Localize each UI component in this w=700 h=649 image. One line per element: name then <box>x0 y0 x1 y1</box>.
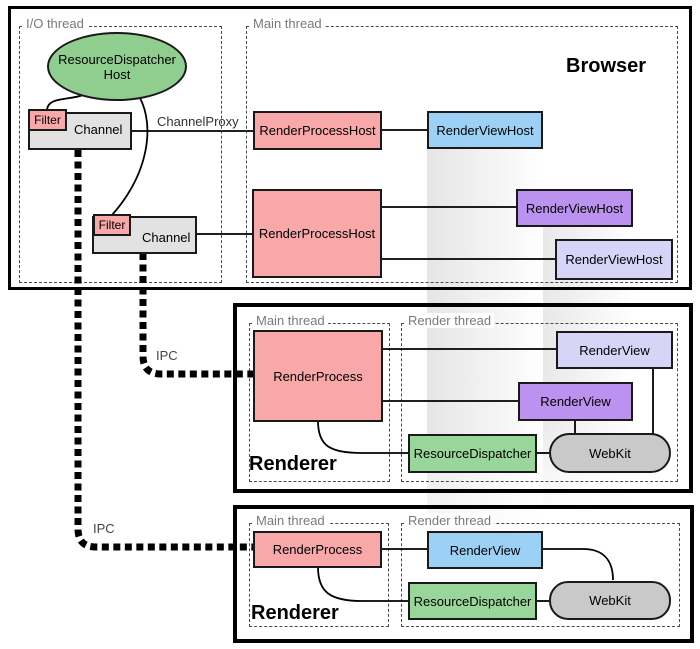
render-view-host2-node: RenderViewHost <box>516 189 633 227</box>
edge-rv-to-webkit-bottom <box>543 548 614 581</box>
renderer-bottom-main-thread-region: Main thread <box>249 513 389 627</box>
browser-title: Browser <box>566 55 647 77</box>
renderer-top-render-thread-region: Render thread <box>401 313 678 482</box>
renderer-top-render-process-node: RenderProcess <box>253 330 383 422</box>
edge-rp-to-rd-bottom <box>317 566 408 602</box>
render-process-host2-node: RenderProcessHost <box>252 189 382 278</box>
ipc-link-top <box>139 253 253 378</box>
renderer-top-title: Renderer <box>249 453 337 475</box>
edge-rdh-to-filter2 <box>111 97 149 216</box>
renderer-top-process-frame <box>233 303 693 493</box>
renderer-top-render-thread-label: Render thread <box>405 313 495 328</box>
io-thread-label: I/O thread <box>23 16 87 31</box>
render-view-host3-node: RenderViewHost <box>555 239 673 280</box>
ipc-label-bottom: IPC <box>93 521 115 536</box>
renderer-bottom-render-view-node: RenderView <box>427 531 543 569</box>
renderer-bottom-main-thread-label: Main thread <box>253 513 328 528</box>
renderer-top-render-view2-node: RenderView <box>518 382 633 421</box>
edge-rdh-to-filter1 <box>46 93 87 111</box>
filter2-node: Filter <box>93 214 131 236</box>
renderer-bottom-render-thread-label: Render thread <box>405 513 495 528</box>
renderer-top-main-thread-region: Main thread <box>249 313 390 482</box>
channel2-label: Channel <box>142 230 191 245</box>
renderer-bottom-webkit-node: WebKit <box>549 581 671 620</box>
channel-proxy-label: ChannelProxy <box>157 114 239 129</box>
resource-dispatcher-host-node: ResourceDispatcher Host <box>47 32 187 101</box>
browser-main-thread-region: Main thread <box>246 16 678 283</box>
renderer-bottom-title: Renderer <box>251 602 339 624</box>
render-process-host1-node: RenderProcessHost <box>253 111 382 150</box>
browser-process-frame <box>8 6 692 290</box>
renderer-bottom-render-thread-region: Render thread <box>401 513 680 627</box>
renderer-bottom-process-frame <box>233 505 694 643</box>
renderer-top-render-view1-node: RenderView <box>556 331 673 369</box>
renderer-top-resource-dispatcher-node: ResourceDispatcher <box>408 434 537 473</box>
browser-io-thread-region: I/O thread <box>19 16 222 283</box>
renderer-bottom-resource-dispatcher-node: ResourceDispatcher <box>408 582 537 620</box>
ipc-link-bottom <box>74 150 253 551</box>
browser-main-thread-label: Main thread <box>250 16 325 31</box>
ipc-label-top: IPC <box>156 348 178 363</box>
renderer-bottom-render-process-node: RenderProcess <box>253 531 382 568</box>
render-view-host1-node: RenderViewHost <box>427 111 543 149</box>
filter1-node: Filter <box>28 109 67 131</box>
renderer-top-main-thread-label: Main thread <box>253 313 328 328</box>
channel2-node: Channel <box>92 216 197 254</box>
renderer-top-webkit-node: WebKit <box>549 433 671 473</box>
channel1-label: Channel <box>74 122 123 137</box>
edge-rp-to-rd-top <box>317 420 408 454</box>
